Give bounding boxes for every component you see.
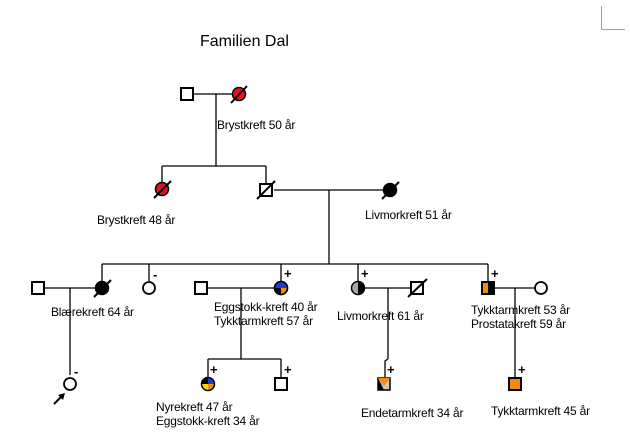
person-III-9[interactable]	[534, 281, 548, 295]
deceased-slash	[230, 85, 248, 104]
label-II-1: Brystkreft 48 år	[97, 213, 176, 227]
male-symbol	[180, 87, 194, 101]
label-IV-4: Endetarmkreft 34 år	[361, 406, 464, 420]
ovarian-quadrant	[208, 377, 215, 384]
test-positive-III-8: +	[491, 266, 499, 281]
male-symbol	[194, 281, 208, 295]
test-positive-IV-5: +	[518, 362, 526, 377]
person-I-1[interactable]	[180, 87, 194, 101]
person-III-1[interactable]	[31, 281, 45, 295]
person-III-8[interactable]	[481, 281, 495, 295]
label-IV-5: Tykktarmkreft 45 år	[491, 404, 590, 418]
page-corner-marker	[601, 6, 625, 30]
female-affected-multi-symbol	[200, 376, 216, 392]
label-IV-2-line2: Eggstokk-kreft 34 år	[156, 414, 260, 428]
test-positive-IV-4: +	[387, 362, 395, 377]
colon-quadrant	[208, 384, 215, 391]
test-positive-IV-3: +	[284, 362, 292, 377]
deceased-slash	[256, 180, 276, 200]
female-symbol	[63, 377, 77, 391]
female-symbol	[534, 281, 548, 295]
test-negative-IV-1: -	[74, 364, 79, 379]
male-affected-colon-symbol	[508, 377, 522, 391]
label-II-3: Livmorkreft 51 år	[365, 208, 452, 222]
person-IV-3[interactable]	[274, 377, 288, 391]
label-I-2: Brystkreft 50 år	[217, 118, 296, 132]
label-III-5-line2: Tykktarmkreft 57 år	[214, 314, 313, 328]
test-negative-III-3: -	[153, 267, 158, 282]
person-III-6[interactable]	[350, 280, 366, 296]
person-III-3[interactable]	[142, 281, 156, 295]
kidney-quadrant	[201, 384, 208, 391]
connector-lines	[45, 93, 535, 377]
test-positive-III-5: +	[284, 266, 292, 281]
person-I-2[interactable]	[230, 85, 248, 104]
person-IV-4[interactable]	[377, 377, 391, 391]
person-IV-5[interactable]	[508, 377, 522, 391]
rectal-segment	[378, 378, 390, 386]
person-III-4[interactable]	[194, 281, 208, 295]
label-III-8-line1: Tykktarmkreft 53 år	[471, 303, 570, 317]
label-III-2: Blærekreft 64 år	[51, 305, 134, 319]
colon-half	[483, 283, 488, 293]
female-symbol	[142, 281, 156, 295]
test-positive-IV-2: +	[210, 362, 218, 377]
person-II-2[interactable]	[256, 180, 276, 200]
person-III-7[interactable]	[407, 278, 428, 298]
label-III-8-line2: Prostatakreft 59 år	[471, 317, 566, 331]
male-symbol	[31, 281, 45, 295]
person-IV-1-proband[interactable]	[53, 377, 77, 405]
male-symbol	[274, 377, 288, 391]
person-IV-2[interactable]	[200, 376, 216, 392]
pedigree-title: Familien Dal	[200, 33, 289, 50]
test-positive-III-6: +	[361, 266, 369, 281]
label-III-5-line1: Eggstokk-kreft 40 år	[214, 300, 318, 314]
deceased-slash	[93, 279, 112, 298]
person-II-1[interactable]	[153, 180, 172, 199]
person-III-2[interactable]	[93, 279, 112, 298]
person-III-5[interactable]	[273, 280, 289, 296]
deceased-slash	[381, 181, 400, 200]
deceased-slash	[407, 278, 428, 298]
deceased-slash	[153, 180, 172, 199]
label-IV-2-line1: Nyrekreft 47 år	[156, 400, 233, 414]
person-II-3[interactable]	[381, 181, 400, 200]
label-III-6: Livmorkreft 61 år	[337, 309, 424, 323]
proband-arrowhead-icon	[58, 393, 65, 400]
